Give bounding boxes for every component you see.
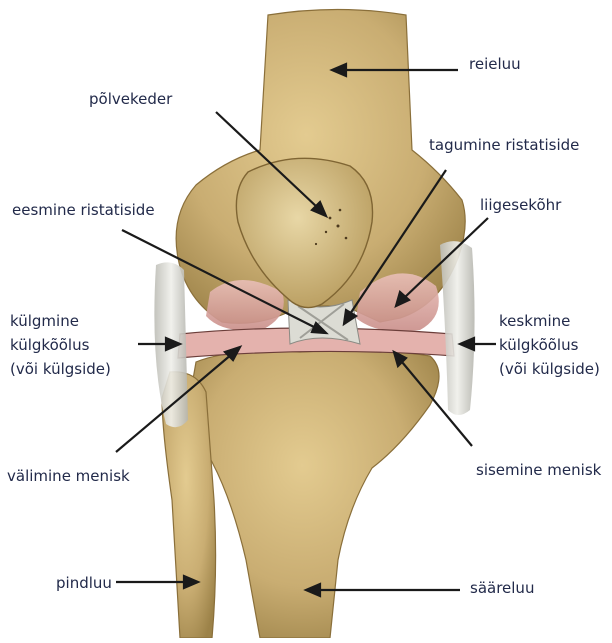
- label-sisemine-menisk: sisemine menisk: [476, 459, 601, 481]
- arrow-pindluu: [116, 576, 198, 588]
- label-eesmine-ristatiside: eesmine ristatiside: [12, 199, 155, 221]
- label-liigesekohr: liigesekõhr: [480, 194, 561, 216]
- label-kulgmine-line3: (või külgside): [10, 357, 111, 381]
- label-kulgmine-line2: külgkõõlus: [10, 333, 111, 357]
- label-keskmine-line3: (või külgside): [499, 357, 600, 381]
- label-keskmine-line1: keskmine: [499, 309, 600, 333]
- label-kulgmine-kulgkoolus: külgmine külgkõõlus (või külgside): [10, 309, 111, 381]
- label-keskmine-kulgkoolus: keskmine külgkõõlus (või külgside): [499, 309, 600, 381]
- label-keskmine-line2: külgkõõlus: [499, 333, 600, 357]
- label-valimine-menisk: välimine menisk: [7, 465, 130, 487]
- label-reieluu: reieluu: [469, 53, 521, 75]
- label-tagumine-ristatiside: tagumine ristatiside: [429, 134, 579, 156]
- label-polvekeder: põlvekeder: [89, 88, 172, 110]
- medial-collateral-ligament: [440, 241, 475, 415]
- label-saareluu: sääreluu: [470, 577, 534, 599]
- label-pindluu: pindluu: [56, 572, 112, 594]
- label-kulgmine-line1: külgmine: [10, 309, 111, 333]
